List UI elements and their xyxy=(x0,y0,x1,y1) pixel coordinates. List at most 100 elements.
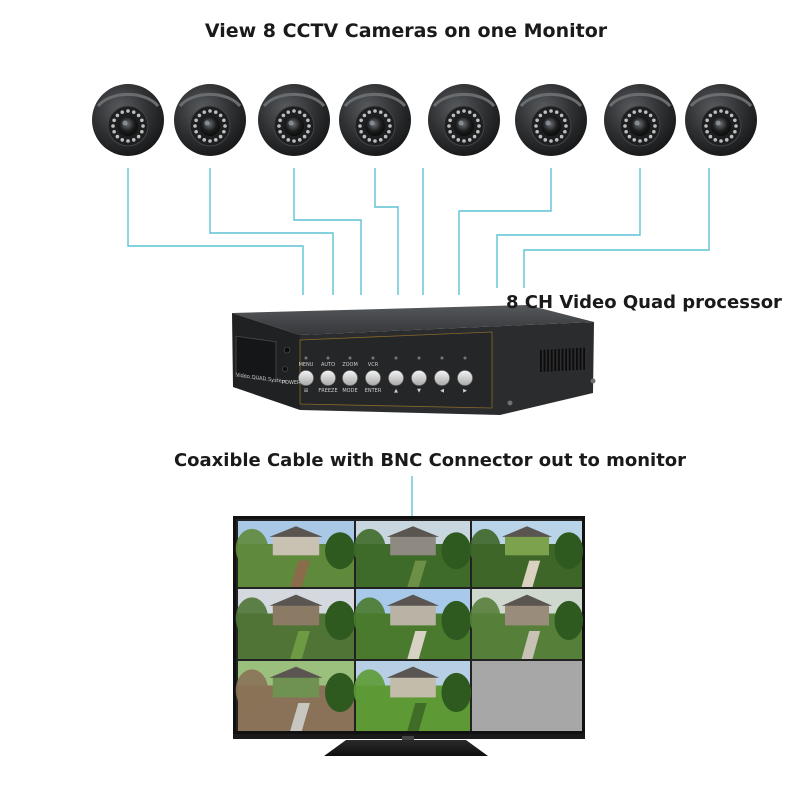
camera-feed-tile xyxy=(353,521,472,587)
processor-button[interactable]: ▲ xyxy=(388,356,404,395)
camera-wire xyxy=(496,168,641,288)
ir-led xyxy=(292,139,296,143)
power-switch[interactable] xyxy=(282,366,288,372)
vent-slot xyxy=(547,349,549,372)
ir-led xyxy=(451,113,456,118)
processor-screw xyxy=(590,378,596,384)
processor-button[interactable]: ▼ xyxy=(411,356,427,395)
ir-led xyxy=(302,134,307,139)
feed-path xyxy=(290,703,310,731)
ir-led xyxy=(623,124,627,128)
camera-lens xyxy=(630,116,650,136)
dome-camera xyxy=(258,84,330,156)
ir-led xyxy=(708,134,713,139)
button-bottom-label: ▶ xyxy=(463,388,467,394)
ir-led xyxy=(131,110,136,114)
feed-tree xyxy=(554,600,584,641)
button-bottom-label: ENTER xyxy=(365,388,382,394)
coax-cable-label: Coaxible Cable with BNC Connector out to… xyxy=(173,450,687,471)
processor-button[interactable]: ◀ xyxy=(434,356,450,395)
camera-wire xyxy=(374,168,399,295)
vent-slot xyxy=(572,348,575,371)
ir-led xyxy=(292,109,296,113)
ir-led xyxy=(307,124,311,128)
button-top-label: VCR xyxy=(368,362,379,368)
power-led xyxy=(283,346,291,354)
ir-led xyxy=(535,118,539,123)
ir-led xyxy=(218,134,223,139)
ir-led xyxy=(286,110,291,114)
button-cap[interactable] xyxy=(457,370,473,386)
ir-led xyxy=(378,110,383,114)
feed-tree xyxy=(469,528,501,569)
ir-led xyxy=(193,124,197,128)
diagram-title: View 8 CCTV Cameras on one Monitor xyxy=(204,20,608,42)
ir-led xyxy=(140,129,144,134)
ir-led xyxy=(359,118,363,123)
camera-lens xyxy=(541,116,561,136)
button-cap[interactable] xyxy=(298,370,314,386)
ir-led xyxy=(367,110,372,114)
button-cap[interactable] xyxy=(411,370,427,386)
ir-led xyxy=(719,109,723,113)
ir-led xyxy=(632,138,637,142)
button-cap[interactable] xyxy=(365,370,381,386)
feed-tree xyxy=(235,528,269,569)
ir-led xyxy=(223,124,227,128)
processor-button[interactable]: MENU⊞ xyxy=(298,356,314,395)
ir-led xyxy=(652,129,656,134)
camera-wire xyxy=(293,168,362,295)
ir-led xyxy=(733,129,737,134)
ir-led xyxy=(624,129,628,134)
button-cap[interactable] xyxy=(320,370,336,386)
feed-tree xyxy=(325,600,356,641)
ir-led xyxy=(111,124,115,128)
feed-building xyxy=(390,676,436,698)
ir-led xyxy=(713,110,718,114)
camera-lens xyxy=(365,116,385,136)
camera-feed-tile xyxy=(235,589,356,659)
ir-led xyxy=(387,118,391,123)
ir-led xyxy=(359,129,363,134)
feed-roof xyxy=(269,666,323,678)
vent-slot xyxy=(558,349,560,371)
camera-rim xyxy=(432,92,496,108)
ir-led xyxy=(120,110,125,114)
camera-rim xyxy=(178,92,242,108)
ir-led xyxy=(136,134,141,139)
ir-led xyxy=(302,113,307,118)
feed-path xyxy=(407,703,427,731)
button-cap[interactable] xyxy=(342,370,358,386)
ir-led xyxy=(202,110,207,114)
ir-led xyxy=(563,118,567,123)
ir-led xyxy=(627,113,632,118)
button-led xyxy=(371,356,375,360)
ir-led xyxy=(306,129,310,134)
button-cap[interactable] xyxy=(388,370,404,386)
camera-rim xyxy=(519,92,583,108)
processor-button[interactable]: ▶ xyxy=(457,356,473,395)
ir-led xyxy=(456,110,461,114)
ir-led xyxy=(208,139,212,143)
feed-roof xyxy=(501,594,553,606)
processor-button[interactable]: VCR ENTER xyxy=(365,356,382,395)
vent-slot xyxy=(579,347,582,370)
feed-building xyxy=(272,535,320,556)
ir-led xyxy=(194,118,198,123)
ir-led xyxy=(208,109,212,113)
camera-rim xyxy=(96,92,160,108)
camera-feed-tile xyxy=(353,661,472,731)
camera-lens xyxy=(118,116,138,136)
ir-led xyxy=(462,139,466,143)
ir-led xyxy=(543,110,548,114)
ir-led xyxy=(713,138,718,142)
button-cap[interactable] xyxy=(434,370,450,386)
camera-lens xyxy=(200,116,220,136)
button-top-label: ZOOM xyxy=(342,362,358,368)
ir-led xyxy=(559,113,564,118)
ir-led xyxy=(563,129,567,134)
dome-camera xyxy=(92,84,164,156)
